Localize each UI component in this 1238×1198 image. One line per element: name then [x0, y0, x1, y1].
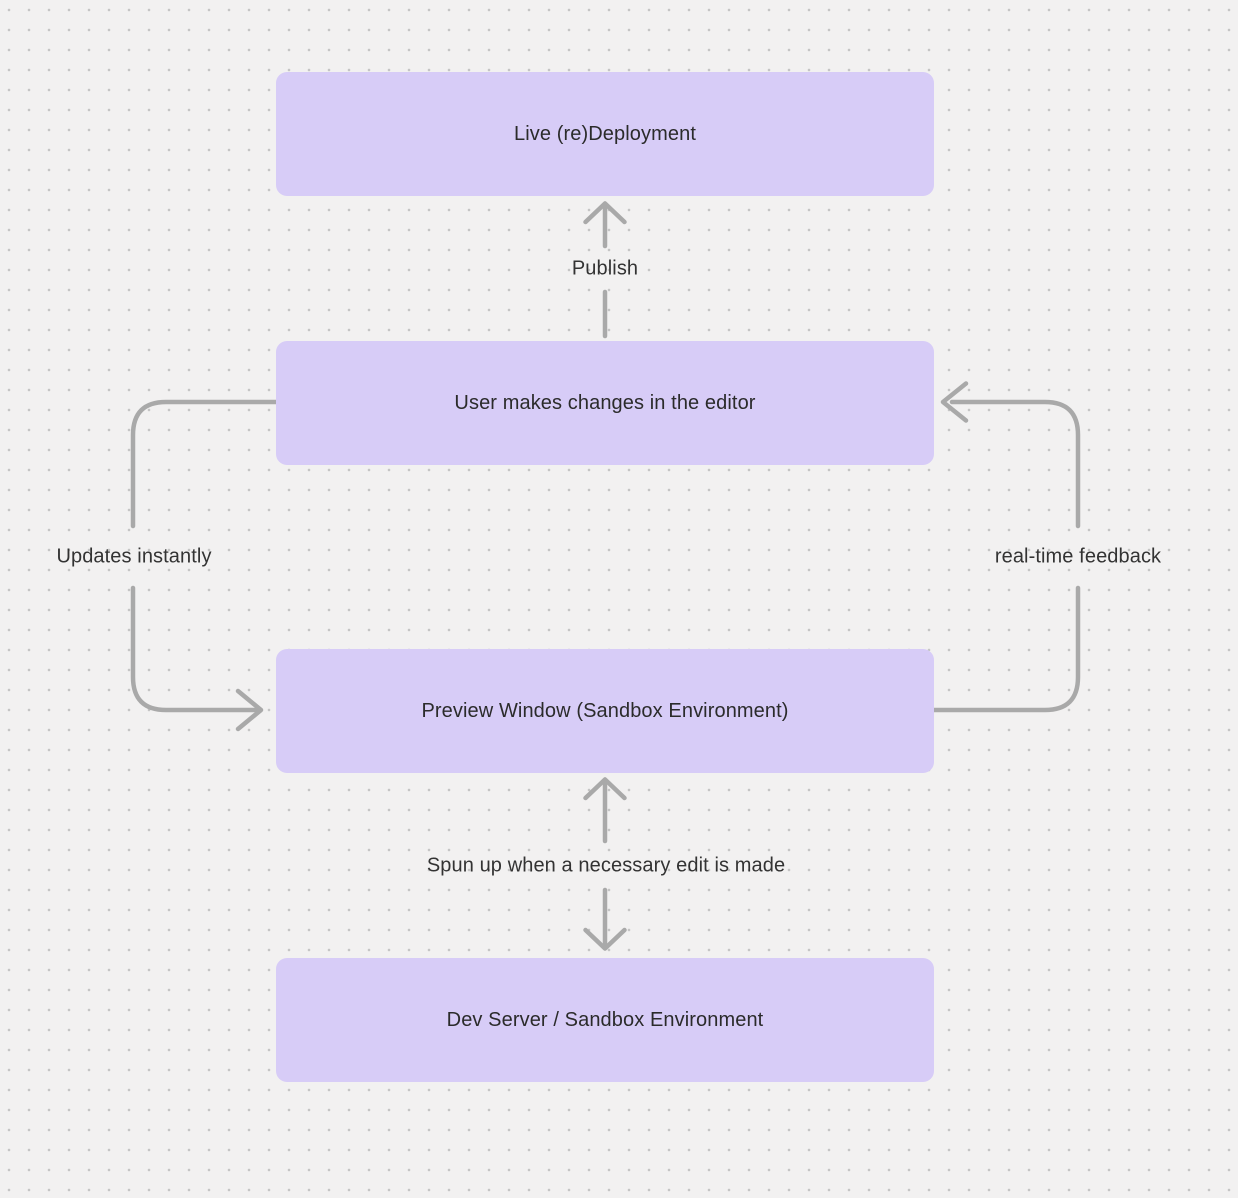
node-preview-window-label: Preview Window (Sandbox Environment): [421, 699, 789, 722]
node-live-redeployment: Live (re)Deployment: [276, 72, 934, 196]
node-user-editor: User makes changes in the editor: [276, 341, 934, 465]
edge-label-realtime-feedback: real-time feedback: [994, 545, 1162, 568]
node-preview-window: Preview Window (Sandbox Environment): [276, 649, 934, 773]
node-user-editor-label: User makes changes in the editor: [454, 391, 756, 414]
edge-label-updates-instantly: Updates instantly: [56, 545, 212, 568]
edge-label-publish: Publish: [571, 257, 639, 280]
edge-label-spun-up: Spun up when a necessary edit is made: [426, 854, 786, 877]
node-live-redeployment-label: Live (re)Deployment: [514, 122, 696, 145]
node-dev-server-label: Dev Server / Sandbox Environment: [446, 1008, 764, 1031]
node-dev-server: Dev Server / Sandbox Environment: [276, 958, 934, 1082]
